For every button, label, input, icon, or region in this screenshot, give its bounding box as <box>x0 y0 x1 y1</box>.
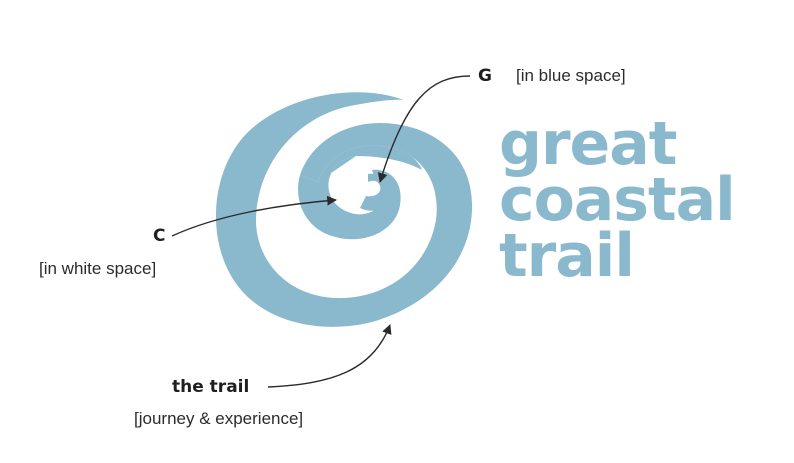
spiral-outer-band <box>215 92 473 327</box>
annotation-c-title: C <box>153 226 166 246</box>
annotation-c-note: [in white space] <box>39 259 157 278</box>
annotation-g-note: [in blue space] <box>516 66 626 85</box>
spiral-g-tail <box>360 173 395 211</box>
arrow-to-c <box>171 195 337 237</box>
annotation-trail-title: the trail <box>172 377 250 397</box>
annotation-trail-note: [journey & experience] <box>134 409 304 428</box>
spiral-core <box>318 145 422 182</box>
arrow-to-trail <box>267 324 392 388</box>
spiral-hole <box>346 174 382 202</box>
wordmark-great: great <box>499 109 677 179</box>
arrow-to-g <box>377 75 471 183</box>
wordmark-trail: trail <box>499 221 635 291</box>
wordmark-coastal: coastal <box>499 165 736 235</box>
annotation-g-title: G <box>478 66 492 86</box>
spiral-icon <box>215 92 473 327</box>
